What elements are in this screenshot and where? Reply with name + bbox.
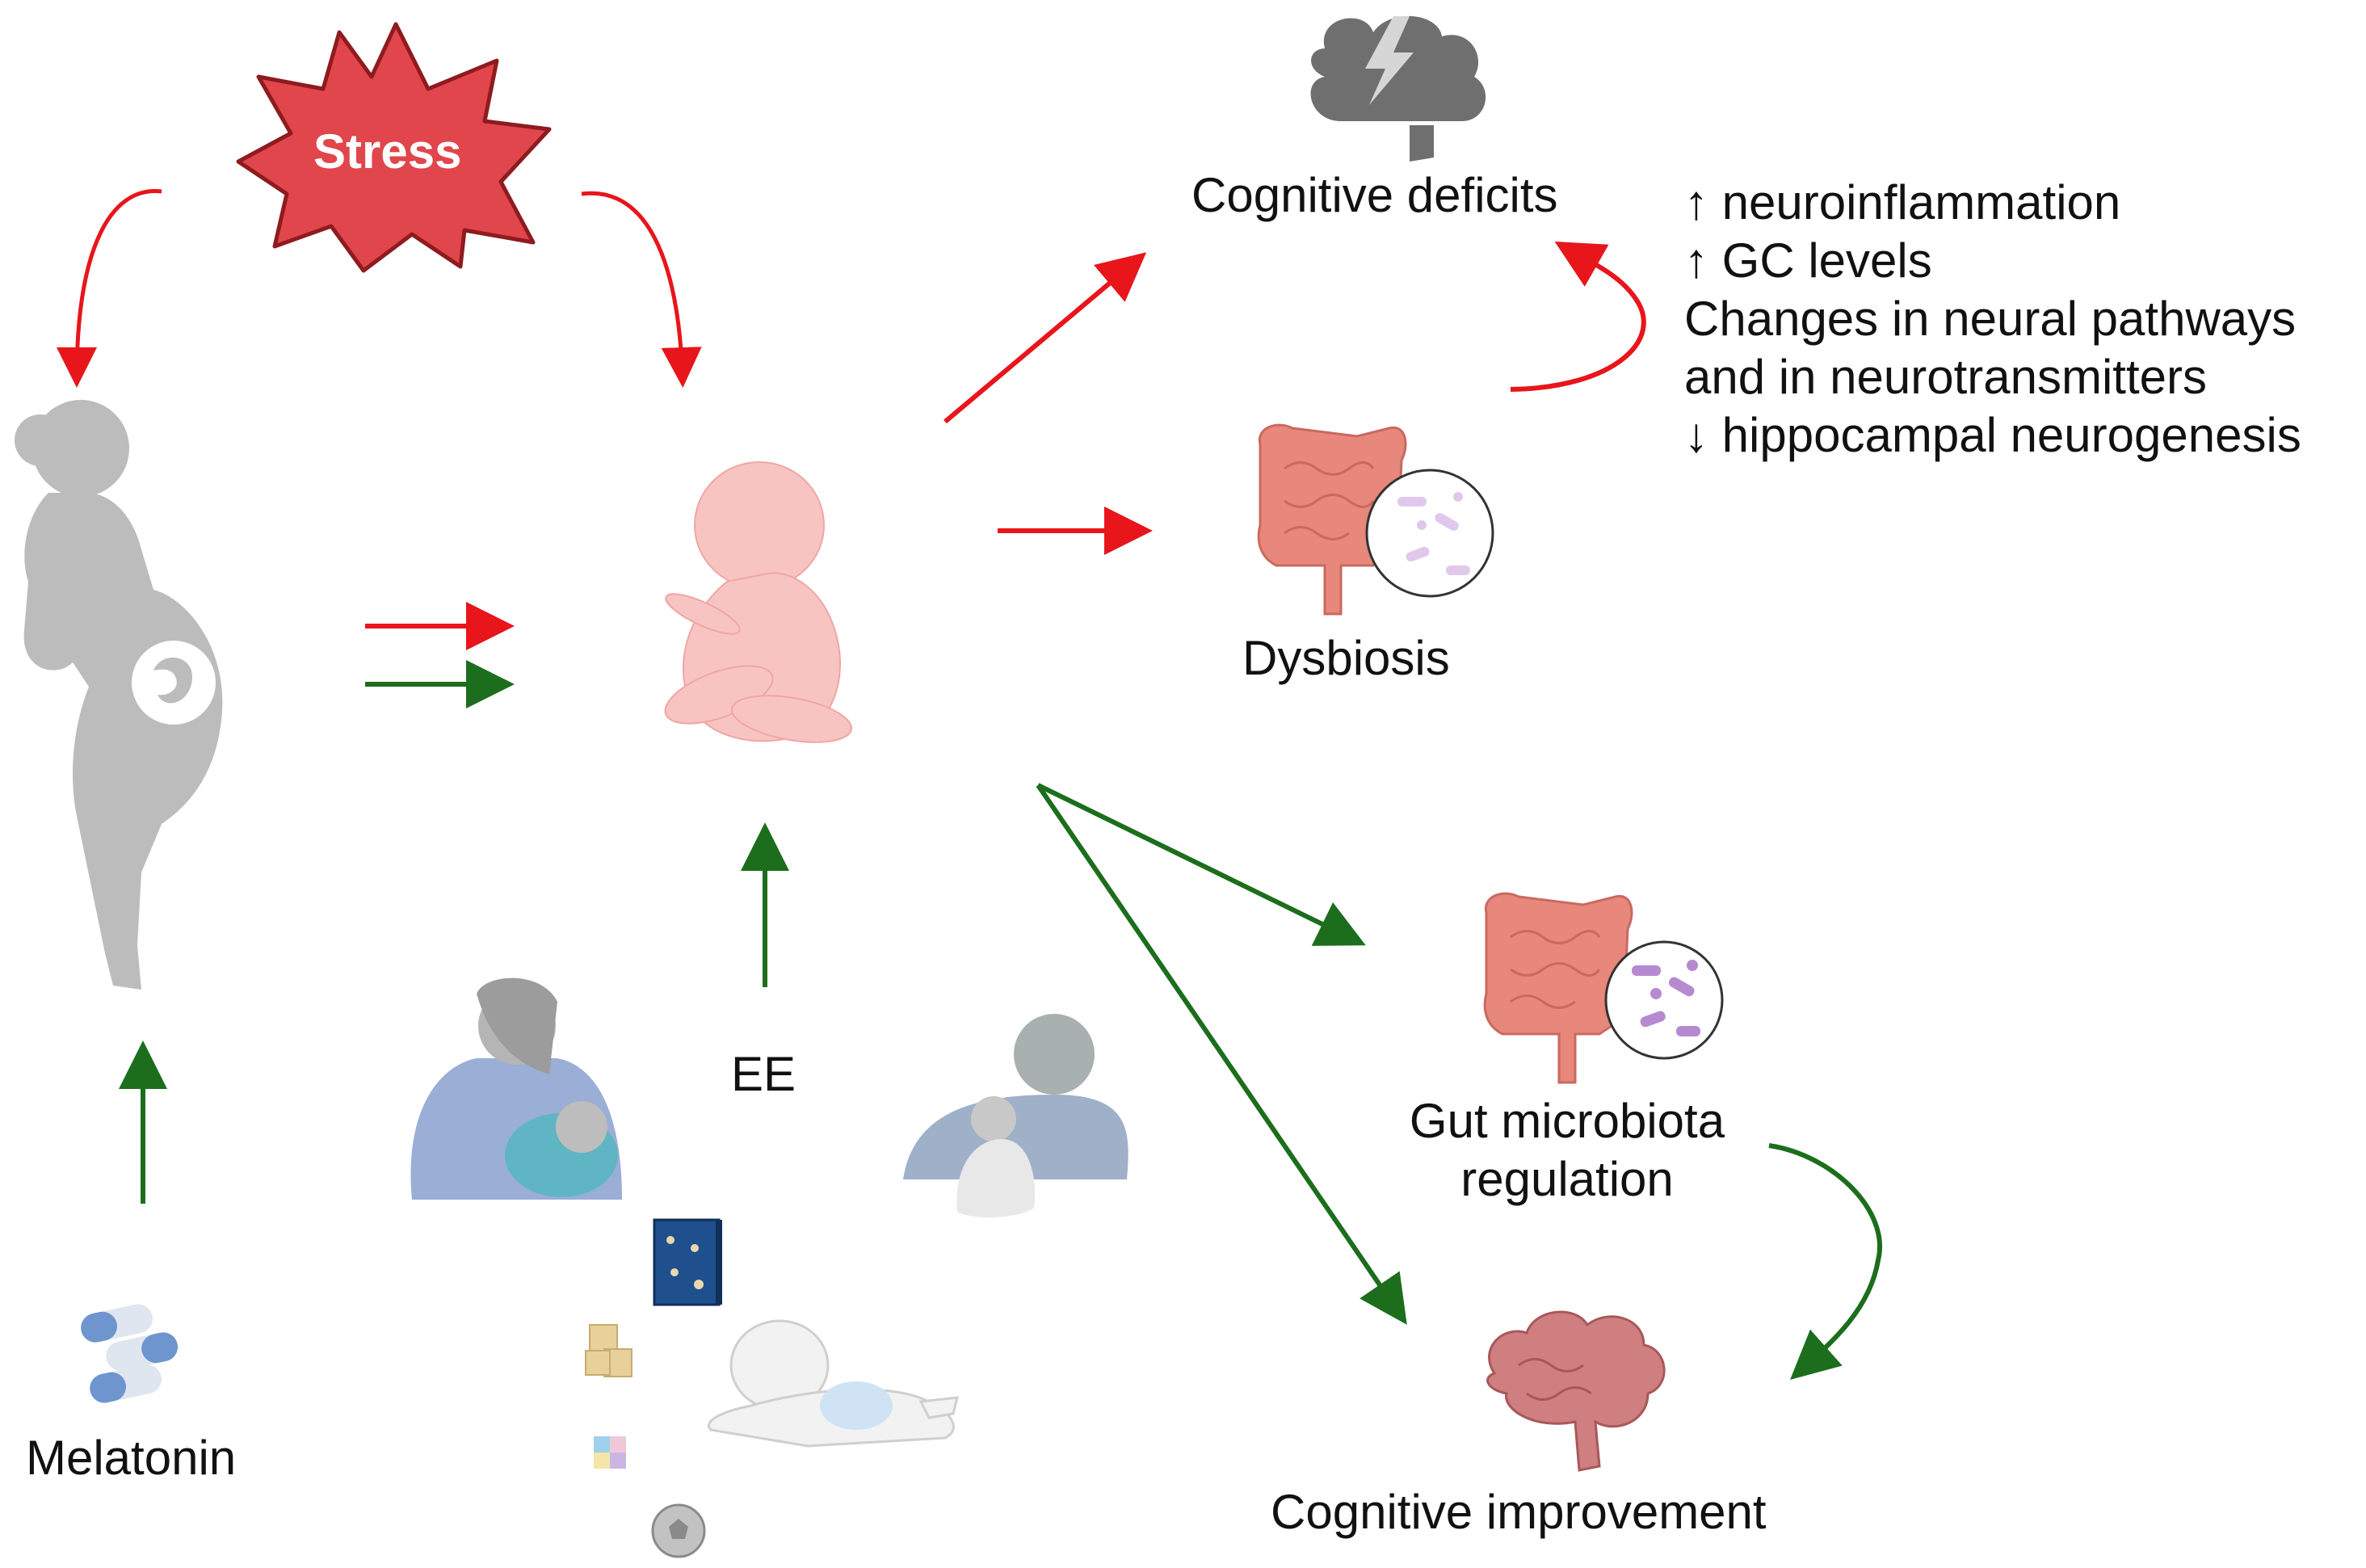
stress-label: Stress — [313, 124, 462, 179]
picture-book-icon — [653, 1218, 722, 1306]
stress-effects-list: ↑ neuroinflammation ↑ GC levels Changes … — [1684, 174, 2301, 465]
stress-to-fetus-arrow — [581, 191, 702, 388]
fetus-to-gut-regulation-arrow — [1036, 783, 1366, 946]
fetus-to-cognitive-deficits-arrow — [943, 252, 1147, 424]
ball-icon — [651, 1503, 706, 1558]
fetus-to-cognitive-improvement-arrow — [1036, 784, 1407, 1325]
gut-microbiota-regulation-line1: Gut microbiota — [1409, 1094, 1725, 1148]
effect-item-neural-pathways: Changes in neural pathways — [1684, 292, 2297, 346]
effect-item-neurotransmitters: and in neurotransmitters — [1684, 350, 2207, 404]
fetus-icon — [664, 461, 852, 743]
effect-item-neurogenesis: ↓ hippocampal neurogenesis — [1684, 408, 2301, 462]
stress-to-mother-arrow — [57, 189, 162, 388]
effect-item-gc-levels: ↑ GC levels — [1684, 233, 1932, 288]
brain-icon — [1486, 1310, 1666, 1472]
ee-label: EE — [731, 1047, 796, 1101]
dysbiosis-to-cognitive-deficits-arrow — [1510, 242, 1646, 392]
breastfeeding-mother-icon — [410, 977, 622, 1200]
pregnant-woman-icon — [15, 400, 223, 990]
effect-item-neuroinflammation: ↑ neuroinflammation — [1684, 175, 2121, 229]
gut-dysbiosis-icon — [1257, 423, 1494, 616]
puzzle-icon — [594, 1436, 626, 1469]
gut-healthy-icon — [1483, 892, 1724, 1084]
gut-microbiota-regulation-label: Gut microbiota regulation — [1373, 1097, 1761, 1204]
cognitive-deficits-label: Cognitive deficits — [1191, 168, 1558, 222]
gut-microbiota-regulation-line2: regulation — [1460, 1152, 1674, 1206]
parent-with-child-icon — [903, 1014, 1128, 1217]
crawling-baby-icon — [708, 1319, 959, 1448]
dysbiosis-label: Dysbiosis — [1242, 631, 1450, 685]
stress-burst-icon — [236, 22, 552, 273]
storm-brain-icon — [1310, 15, 1486, 162]
gut-regulation-to-improvement-arrow — [1768, 1143, 1882, 1380]
cognitive-improvement-label: Cognitive improvement — [1271, 1485, 1767, 1539]
melatonin-label: Melatonin — [26, 1431, 237, 1485]
capsules-icon — [81, 1304, 179, 1403]
building-blocks-icon — [585, 1324, 632, 1377]
